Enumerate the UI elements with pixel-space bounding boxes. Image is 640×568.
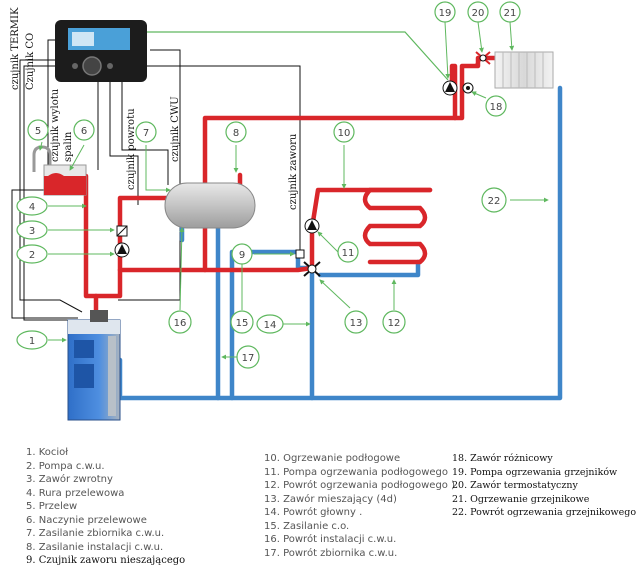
label-wylotu: czujnik wylotu (50, 88, 61, 162)
callout-1 (16, 330, 48, 350)
legend-item: 11. Pompa ogrzewania podłogowego (264, 466, 449, 478)
svg-text:17: 17 (242, 353, 255, 364)
svg-text:18: 18 (490, 102, 503, 113)
legend-item: 3. Zawór zwrotny (26, 474, 113, 485)
callout-22 (481, 187, 507, 213)
label-spalin: spalin (63, 131, 74, 162)
sensor-labels: czujnik TERMIK Czujnik CO czujnik wylotu… (10, 7, 299, 210)
floor-heating-coil (362, 187, 433, 265)
legend-item: 9. Czujnik zaworu nieszającego (26, 555, 186, 566)
mixing-valve-icon (303, 261, 321, 277)
legend-col-1: 1. Kocioł 2. Pompa c.w.u. 3. Zawór zwrot… (26, 446, 185, 568)
svg-text:4: 4 (29, 202, 35, 213)
callout-16 (168, 310, 192, 334)
legend-item: 13. Zawór mieszający (4d) (264, 493, 397, 505)
legend-item: 19. Pompa ogrzewania grzejników (452, 466, 618, 478)
expansion-vessel (43, 164, 87, 196)
svg-text:2: 2 (29, 250, 35, 261)
callout-21 (499, 1, 521, 23)
svg-text:11: 11 (342, 248, 355, 259)
svg-text:5: 5 (35, 126, 41, 137)
callout-14 (256, 314, 284, 334)
svg-text:12: 12 (388, 318, 401, 329)
pump-radiator-icon (442, 80, 458, 96)
label-co: Czujnik CO (25, 33, 36, 90)
svg-text:9: 9 (239, 250, 245, 261)
callout-2 (16, 244, 48, 264)
legend-item: 18. Zawór różnicowy (452, 453, 553, 464)
differential-valve-icon (462, 82, 474, 94)
callout-10 (333, 121, 355, 143)
callout-18 (485, 95, 507, 117)
legend-item: 5. Przelew (26, 501, 78, 512)
legend-item: 16. Powrót instalacji c.w.u. (264, 534, 397, 545)
callout-9 (231, 243, 253, 265)
label-zaworu: czujnik zaworu (288, 133, 299, 210)
callout-3 (16, 220, 48, 240)
svg-text:21: 21 (504, 8, 517, 19)
legend-col-2: 10. Ogrzewanie podłogowe 11. Pompa ogrze… (264, 452, 455, 560)
label-termik: czujnik TERMIK (10, 7, 21, 90)
callout-8 (225, 121, 247, 143)
legend-item: 20. Zawór termostatyczny (452, 480, 578, 491)
radiator (494, 51, 554, 89)
callout-17 (236, 345, 260, 369)
svg-text:3: 3 (29, 226, 35, 237)
pump-dhw-icon (114, 242, 130, 258)
boiler-controller (55, 20, 147, 82)
callout-15 (230, 310, 254, 334)
legend-item: 21. Ogrzewanie grzejnikowe (452, 493, 590, 505)
svg-text:20: 20 (472, 8, 485, 19)
legend-col-3: 18. Zawór różnicowy 19. Pompa ogrzewania… (452, 452, 636, 520)
boiler (67, 310, 121, 421)
label-powrotu: czujnik powrotu (126, 108, 137, 190)
legend-item: 12. Powrót ogrzewania podłogowego ) (264, 480, 455, 491)
svg-text:16: 16 (174, 318, 187, 329)
valve-sensor-icon (295, 249, 305, 259)
callout-numbers: 1 2 3 4 5 6 7 8 9 10 11 12 13 14 15 16 1… (29, 8, 517, 364)
callout-7 (135, 121, 157, 143)
svg-text:8: 8 (233, 128, 239, 139)
pump-floor-icon (304, 218, 320, 234)
svg-text:19: 19 (439, 8, 452, 19)
callout-4 (16, 196, 48, 216)
label-cwu: czujnik CWU (170, 96, 181, 162)
svg-text:10: 10 (338, 128, 351, 139)
legend-item: 15. Zasilanie c.o. (264, 520, 350, 532)
legend-item: 8. Zasilanie instalacji c.w.u. (26, 541, 164, 553)
svg-text:7: 7 (143, 128, 149, 139)
legend-item: 6. Naczynie przelewowe (26, 514, 147, 526)
callout-19 (434, 1, 456, 23)
svg-text:14: 14 (264, 320, 277, 331)
callout-12 (382, 310, 406, 334)
legend-item: 14. Powrót głowny . (264, 507, 363, 518)
svg-text:1: 1 (29, 336, 35, 347)
callout-13 (344, 310, 368, 334)
legend-item: 10. Ogrzewanie podłogowe (264, 453, 401, 464)
svg-text:15: 15 (236, 318, 249, 329)
callout-6 (73, 119, 95, 141)
callout-5 (27, 119, 49, 141)
svg-text:22: 22 (488, 196, 501, 207)
callout-20 (467, 1, 489, 23)
legend-item: 22. Powrót ogrzewania grzejnikowego (452, 507, 637, 518)
legend-item: 1. Kocioł (26, 447, 69, 458)
thermostatic-valve-icon (475, 51, 491, 65)
signal-line-radiator-pump (145, 31, 449, 81)
legend-item: 2. Pompa c.w.u. (26, 460, 105, 472)
svg-text:6: 6 (81, 126, 87, 137)
legend-item: 4. Rura przelewowa (26, 487, 125, 499)
callouts (16, 1, 521, 369)
controller-knob-icon (82, 56, 102, 76)
callout-leaders (38, 21, 549, 360)
callout-11 (337, 241, 359, 263)
svg-text:13: 13 (350, 318, 363, 329)
legend-item: 7. Zasilanie zbiornika c.w.u. (26, 528, 165, 539)
legend-item: 17. Powrót zbiornika c.w.u. (264, 547, 398, 559)
check-valve-icon (116, 225, 128, 237)
dhw-tank (164, 182, 256, 229)
